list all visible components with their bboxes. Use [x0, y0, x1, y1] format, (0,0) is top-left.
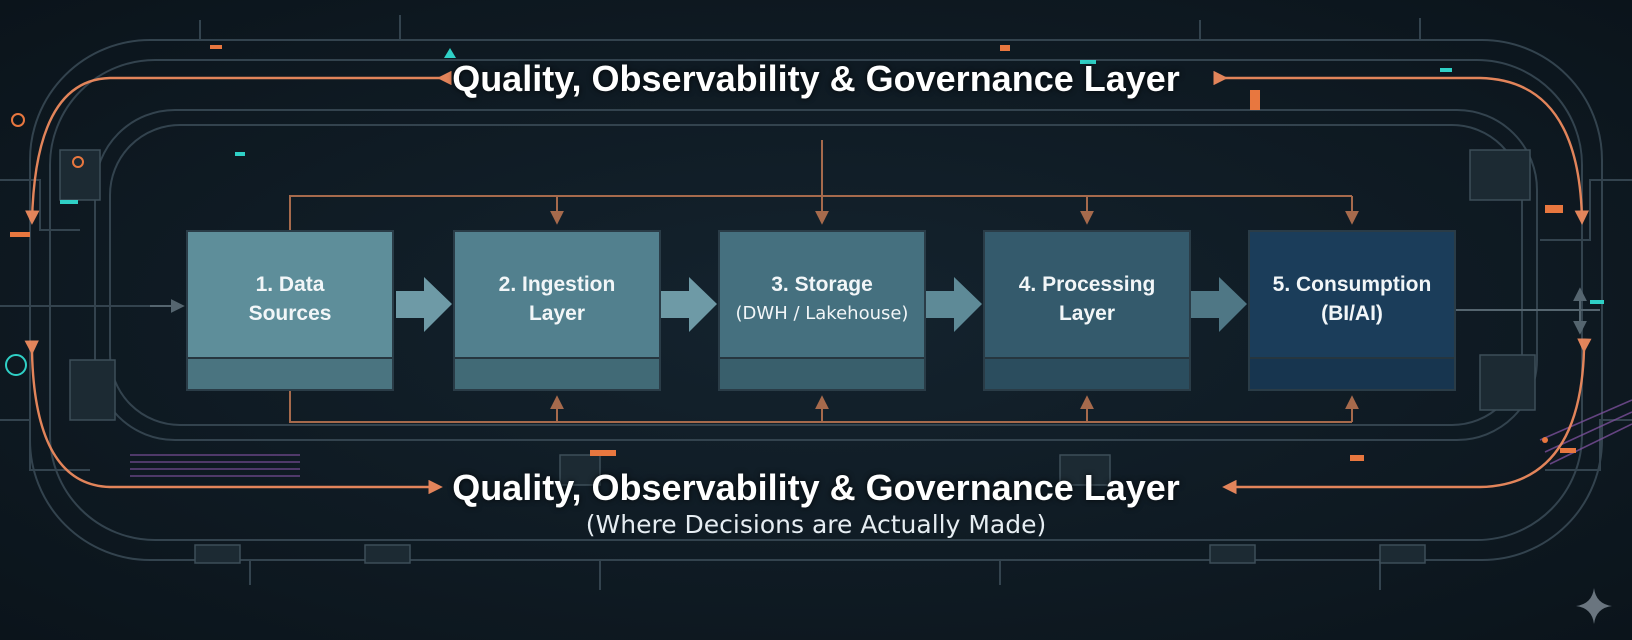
side-connectors	[150, 287, 1600, 335]
stage-footer	[188, 357, 392, 389]
flow-arrow-3-4	[926, 277, 982, 332]
stage-label-line1: 2. Ingestion	[498, 273, 616, 296]
flow-arrows	[396, 277, 1247, 332]
stage-label: 2. Ingestion Layer	[455, 270, 659, 328]
stage-label-line2: (DWH / Lakehouse)	[735, 303, 909, 324]
stage-label: 4. Processing Layer	[985, 270, 1189, 328]
stage-storage: 3. Storage (DWH / Lakehouse)	[718, 230, 926, 391]
stage-label-line2: Layer	[528, 302, 586, 325]
stage-footer	[455, 357, 659, 389]
governance-connectors-bottom	[289, 391, 1359, 423]
governance-connectors-top	[289, 140, 1359, 230]
stage-ingestion-layer: 2. Ingestion Layer	[453, 230, 661, 391]
bottom-governance-layer-title: Quality, Observability & Governance Laye…	[452, 467, 1180, 508]
stage-consumption: 5. Consumption (BI/AI)	[1248, 230, 1456, 391]
stage-label-line1: 1. Data	[255, 273, 325, 296]
stage-label: 1. Data Sources	[188, 270, 392, 328]
stage-label-line2: Layer	[1058, 302, 1116, 325]
stage-label: 5. Consumption (BI/AI)	[1250, 270, 1454, 328]
stage-data-sources: 1. Data Sources	[186, 230, 394, 391]
stage-label-line2: Sources	[248, 302, 332, 325]
top-governance-layer-title: Quality, Observability & Governance Laye…	[452, 58, 1180, 99]
stage-label: 3. Storage (DWH / Lakehouse)	[720, 270, 924, 328]
bottom-governance-layer-subtitle: (Where Decisions are Actually Made)	[585, 510, 1047, 539]
flow-arrow-4-5	[1191, 277, 1247, 332]
flow-arrow-1-2	[396, 277, 452, 332]
flow-arrow-2-3	[661, 277, 717, 332]
sparkle-icon	[1576, 588, 1612, 624]
stage-footer	[1250, 357, 1454, 389]
stage-label-line1: 4. Processing	[1018, 273, 1156, 296]
stage-footer	[720, 357, 924, 389]
governance-feedback-loop	[24, 70, 1592, 495]
circuit-decoration	[0, 15, 1632, 590]
stage-label-line1: 3. Storage	[771, 273, 873, 296]
stage-footer	[985, 357, 1189, 389]
stage-processing-layer: 4. Processing Layer	[983, 230, 1191, 391]
stage-label-line2: (BI/AI)	[1321, 302, 1383, 325]
stage-label-line1: 5. Consumption	[1272, 273, 1432, 296]
